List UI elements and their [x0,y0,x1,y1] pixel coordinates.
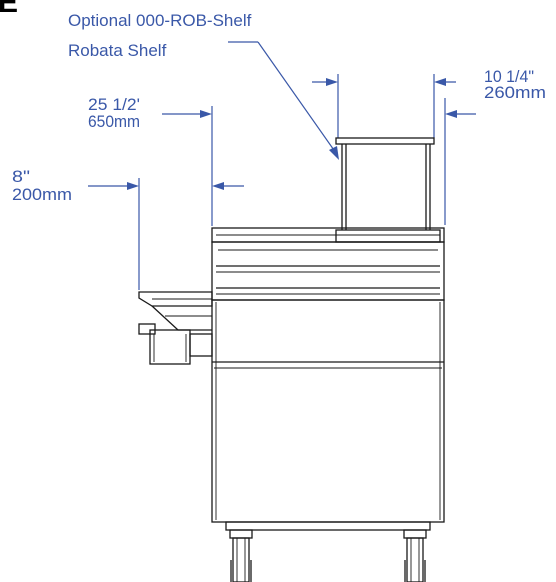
upper-panel [211,241,445,301]
dimension-deck-width-imperial: 25 1/2' [88,95,140,114]
callout-leader [228,41,339,160]
side-shelf [138,291,213,365]
callout-line-2: Robata Shelf [68,41,167,60]
left-caster [229,529,253,582]
dimension-shelf-width [312,74,476,225]
dimension-shelf-width-metric: 260mm [484,83,546,102]
right-caster [403,529,427,582]
view-letter: E [0,0,18,19]
dimension-side-shelf [88,178,140,290]
cabinet-body [211,299,445,523]
dimension-deck-width [162,106,244,226]
dimension-side-shelf-metric: 200mm [12,185,72,204]
robata-shelf [335,137,441,243]
dimension-shelf-width-imperial: 10 1/4" [484,67,534,86]
callout-line-1: Optional 000-ROB-Shelf [68,11,252,30]
dimension-deck-width-metric: 650mm [88,112,140,131]
dimension-side-shelf-imperial: 8" [12,167,30,186]
base-plate [225,521,431,531]
